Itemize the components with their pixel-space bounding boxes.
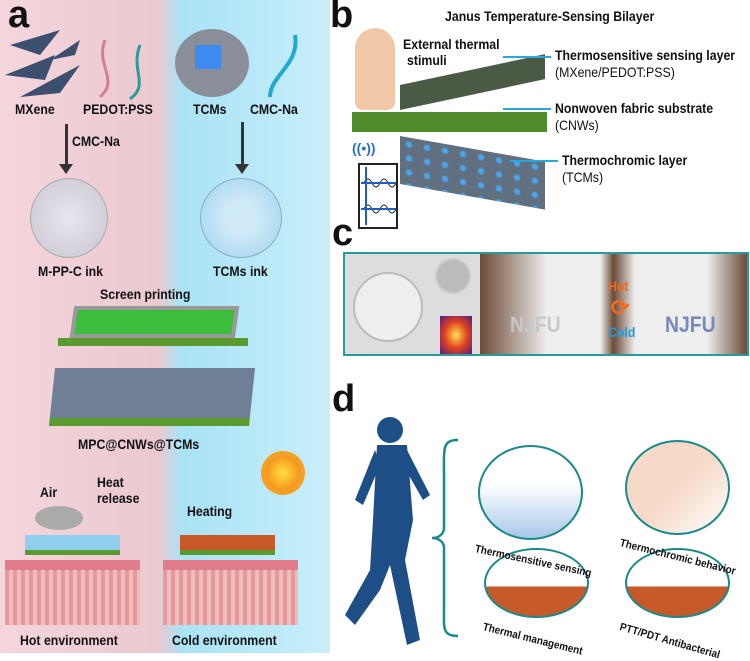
fabric-hot	[25, 535, 120, 555]
pointer-line	[503, 56, 551, 58]
sun-icon	[265, 455, 301, 491]
cmcna-label: CMC-Na	[250, 101, 298, 117]
screen-printing-label: Screen printing	[100, 286, 191, 302]
cold-label: Cold	[608, 324, 636, 340]
heat-release-label-2: release	[97, 490, 140, 506]
layer1-label: Thermosensitive sensing layer	[555, 47, 736, 63]
skin-hot	[5, 560, 140, 625]
app3-label: Thermal management	[481, 621, 584, 658]
tcms-ink-label: TCMs ink	[213, 263, 268, 279]
app-thermal-management-image	[484, 548, 589, 618]
app-thermochromic-image	[625, 440, 730, 535]
mppc-ink-label: M-PP-C ink	[38, 263, 104, 279]
layer2-sub: (CNWs)	[555, 117, 599, 133]
finger-illustration	[355, 28, 395, 110]
composite-fabric	[48, 368, 256, 426]
arrow-down-icon	[59, 124, 73, 174]
fabric-layer	[58, 338, 248, 346]
heat-release-label-1: Heat	[97, 474, 124, 490]
tcms-ink-drop	[200, 178, 282, 258]
panel-d-label: d	[332, 378, 356, 420]
layer3-sub: (TCMs)	[562, 169, 604, 185]
shirt-text-cold: NJFU	[665, 312, 716, 337]
panel-c-label: c	[332, 212, 354, 254]
heating-label: Heating	[187, 503, 233, 519]
pointer-line	[510, 160, 558, 162]
sensor-photo	[345, 254, 480, 354]
app-antibacterial-image	[625, 548, 730, 618]
fabric-cold	[180, 535, 275, 555]
screen-printing-frame	[69, 306, 240, 338]
app-thermosensitive-image	[478, 445, 583, 540]
layer2-label: Nonwoven fabric substrate	[555, 100, 714, 116]
panel-c-photos: NJFU NJFU Hot ⟳ Cold	[343, 252, 749, 356]
laptop-illustration	[358, 163, 398, 229]
panel-b-label: b	[330, 0, 354, 36]
sensor-dish	[353, 272, 423, 342]
fabric-substrate	[352, 112, 547, 132]
layer1-sub: (MXene/PEDOT:PSS)	[555, 64, 675, 80]
pointer-line	[503, 108, 551, 110]
tcms-label: TCMs	[193, 101, 227, 117]
stimuli-label-2: stimuli	[407, 52, 447, 68]
thermal-image	[440, 316, 472, 354]
panel-b-title: Janus Temperature-Sensing Bilayer	[445, 8, 655, 24]
raw-materials-illustration	[5, 29, 298, 100]
composite-label: MPC@CNWs@TCMs	[78, 436, 200, 452]
cycle-arrows-icon: ⟳	[611, 295, 630, 320]
mppc-ink-drop	[30, 178, 108, 258]
cloud-icon	[35, 506, 83, 530]
hot-env-label: Hot environment	[20, 632, 118, 648]
tshirt-photos: NJFU NJFU Hot ⟳ Cold	[480, 254, 747, 354]
stimuli-label-1: External thermal	[403, 36, 500, 52]
app4-label: PTT/PDT Antibacterial	[618, 621, 722, 661]
arrow-down-icon	[235, 122, 249, 174]
signal-waveform	[361, 167, 396, 225]
runner-illustration	[345, 417, 430, 645]
panel-a: a MXene PEDOT:PSS TCMs CMC-Na CMC-Na M-P…	[0, 0, 330, 653]
air-label: Air	[40, 484, 58, 500]
thermochromic-layer	[400, 136, 545, 210]
cmcna-side-label: CMC-Na	[72, 133, 120, 149]
hot-label: Hot	[608, 278, 629, 294]
bracket-icon	[431, 438, 459, 638]
mxene-label: MXene	[15, 101, 55, 117]
sensor-disk	[435, 258, 471, 294]
layer3-label: Thermochromic layer	[562, 152, 688, 168]
cold-env-label: Cold environment	[172, 632, 277, 648]
wireless-icon: ((•))	[352, 140, 376, 156]
skin-cold	[163, 560, 298, 625]
pedot-label: PEDOT:PSS	[83, 101, 153, 117]
panel-a-label: a	[8, 0, 30, 36]
shirt-text-hot: NJFU	[510, 312, 561, 337]
